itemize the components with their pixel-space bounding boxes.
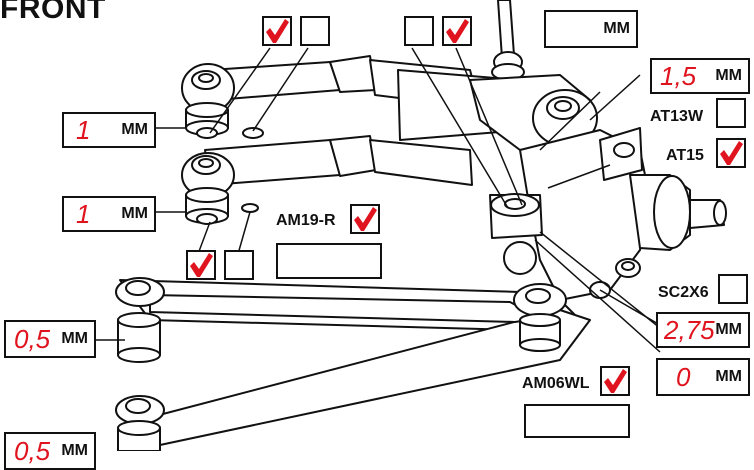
checkbox-top-left-b[interactable] <box>300 16 330 46</box>
checkbox-at15[interactable] <box>716 138 746 168</box>
page-title: FRONT <box>0 0 106 25</box>
measurement-value: 0,5 <box>14 324 51 354</box>
measurement-box-hub-b[interactable]: 0 MM <box>656 358 750 396</box>
checkbox-am19r[interactable] <box>350 204 380 234</box>
checkbox-at13w[interactable] <box>716 98 746 128</box>
measurement-box-upper-link[interactable]: 1,5 MM <box>650 58 750 94</box>
checkbox-top-mid-a[interactable] <box>404 16 434 46</box>
checkbox-left-lower-b[interactable] <box>224 250 254 280</box>
check-mark-icon <box>446 19 469 43</box>
measurement-value: 2,75 <box>664 315 715 345</box>
unit-label: MM <box>121 205 148 222</box>
suspension-diagram <box>95 0 727 451</box>
checkbox-left-lower-a[interactable] <box>186 250 216 280</box>
unit-label: MM <box>61 442 88 459</box>
checkbox-sc2x6[interactable] <box>718 274 748 304</box>
measurement-value: 1 <box>76 115 91 145</box>
measurement-value: 0,5 <box>14 436 51 466</box>
part-label-at13w: AT13W <box>650 108 704 125</box>
unit-label: MM <box>61 330 88 347</box>
part-label-sc2x6: SC2X6 <box>658 284 709 301</box>
measurement-box-top[interactable]: MM <box>544 10 638 48</box>
measurement-box-left-upper[interactable]: 1 MM <box>62 112 156 148</box>
part-label-am19r: AM19-R <box>276 212 336 229</box>
measurement-box-lower-arm[interactable]: 0,5 MM <box>4 320 96 358</box>
part-label-am06wl: AM06WL <box>522 375 590 392</box>
checkbox-am06wl[interactable] <box>600 366 630 396</box>
unit-label: MM <box>715 321 742 338</box>
part-label-at15: AT15 <box>666 147 704 164</box>
check-mark-icon <box>354 207 377 231</box>
check-mark-icon <box>720 141 743 165</box>
measurement-box-hub-a[interactable]: 2,75 MM <box>656 312 750 348</box>
unit-label: MM <box>603 20 630 37</box>
checkbox-top-mid-b[interactable] <box>442 16 472 46</box>
check-mark-icon <box>604 369 627 393</box>
check-mark-icon <box>190 253 213 277</box>
unit-label: MM <box>715 368 742 385</box>
measurement-box-left-lower[interactable]: 1 MM <box>62 196 156 232</box>
unit-label: MM <box>121 121 148 138</box>
unit-label: MM <box>715 67 742 84</box>
answer-box-am19r[interactable] <box>276 243 382 279</box>
measurement-value: 1 <box>76 199 91 229</box>
checkbox-top-left-a[interactable] <box>262 16 292 46</box>
measurement-value: 0 <box>676 362 691 392</box>
answer-box-am06wl[interactable] <box>524 404 630 438</box>
measurement-box-bottom-left[interactable]: 0,5 MM <box>4 432 96 470</box>
check-mark-icon <box>266 19 289 43</box>
measurement-value: 1,5 <box>660 61 697 91</box>
